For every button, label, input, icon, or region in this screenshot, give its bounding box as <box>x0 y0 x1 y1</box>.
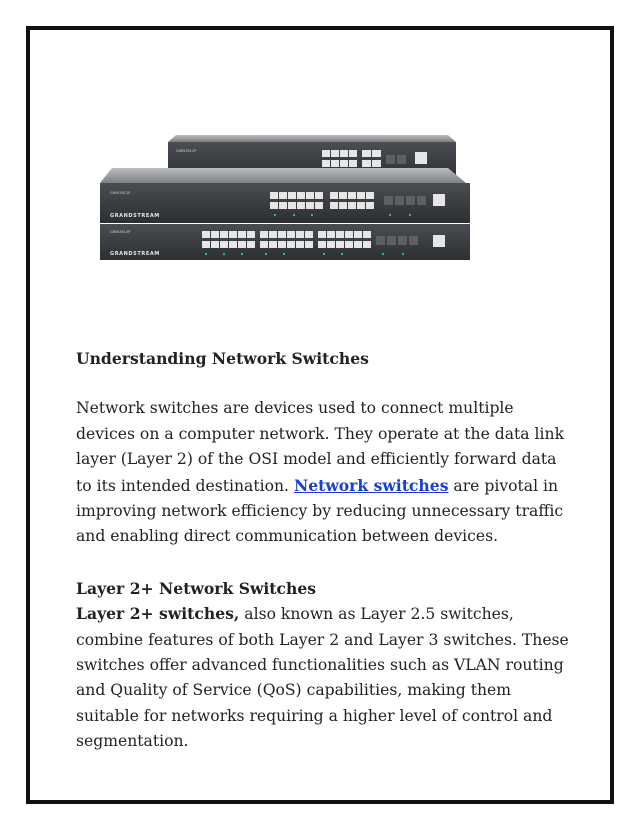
switch-brand-middle: GRANDSTREAM <box>110 213 160 219</box>
switch-model-bottom: GWN7813P <box>110 230 131 234</box>
paragraph-understanding-text: Network switches are devices used to con… <box>76 399 565 495</box>
switch-model-middle: GWN7812P <box>110 191 131 195</box>
paragraph-understanding: Network switches are devices used to con… <box>76 396 576 549</box>
layer2plus-bold-lead: Layer 2+ switches, <box>76 604 240 624</box>
network-switches-image: GWN7811P GRANDSTREAM GWN7812P GRANDSTREA… <box>100 135 470 260</box>
paragraph-understanding-text-end: are pivotal in improving network efficie… <box>76 476 564 546</box>
switch-bottom: GWN7813P GRANDSTREAM <box>100 224 470 260</box>
section-heading-understanding: Understanding Network Switches <box>76 349 369 368</box>
network-switches-link[interactable]: Network switches <box>293 475 449 495</box>
paragraph-layer2plus: Layer 2+ switches, also known as Layer 2… <box>76 601 576 754</box>
page-frame <box>26 26 614 804</box>
section-heading-layer2plus: Layer 2+ Network Switches <box>76 578 317 598</box>
switch-brand-bottom: GRANDSTREAM <box>110 251 160 257</box>
article-body: Understanding Network Switches Network s… <box>76 346 576 755</box>
paragraph-layer2plus-text: also known as Layer 2.5 switches, combin… <box>76 605 569 751</box>
switch-middle: GWN7812P GRANDSTREAM <box>100 168 470 223</box>
switch-model-top: GWN7811P <box>176 149 197 153</box>
